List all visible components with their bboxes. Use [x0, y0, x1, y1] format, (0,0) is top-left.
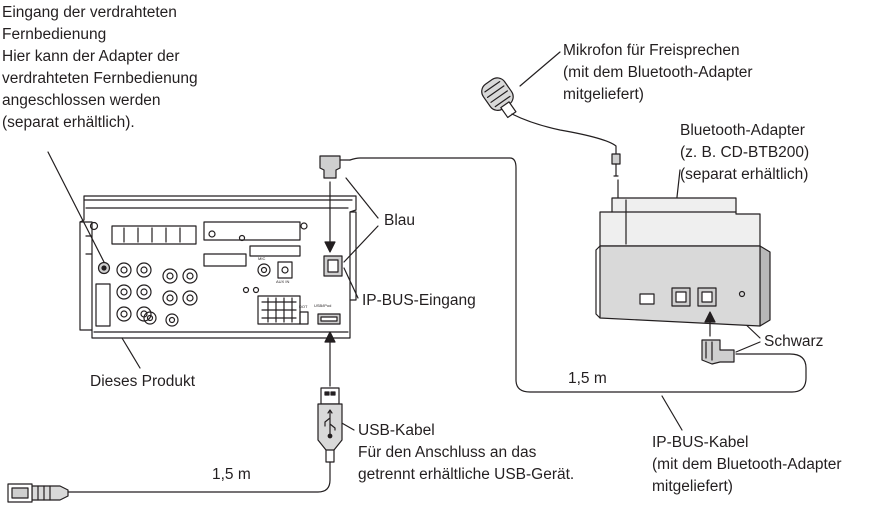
head-unit-lower-panel — [203, 253, 247, 267]
product-label: Dieses Produkt — [90, 373, 196, 390]
remote-input-line-5: angeschlossen werden — [2, 92, 161, 109]
microphone-plug — [611, 153, 621, 165]
leader-blau-top — [345, 177, 379, 219]
bluetooth-adapter-front — [599, 245, 761, 327]
ip-bus-cable-line-3: mitgeliefert) — [652, 478, 733, 495]
ip-bus-plug-blue — [319, 155, 351, 179]
microphone-grille — [484, 80, 511, 108]
usb-plug-metal-hole — [324, 391, 330, 396]
mic-socket-marking: MIC — [258, 256, 265, 261]
power-harness-pins — [261, 297, 297, 323]
small-port-marking: DOT — [299, 304, 308, 309]
bluetooth-adapter-line-2: (z. B. CD-BTB200) — [680, 144, 810, 161]
mic-socket — [257, 263, 271, 277]
small-port — [299, 311, 309, 325]
aux-socket-marking: AUX IN — [276, 279, 289, 284]
usb-extension-plug — [7, 483, 69, 503]
ip-bus-input-socket-inner — [327, 259, 339, 273]
leader-blau-bottom — [343, 225, 379, 263]
adapter-port-1 — [639, 293, 655, 305]
adapter-ip-bus-port-inner — [701, 291, 713, 303]
aux-socket-hole — [281, 266, 289, 274]
microphone-cable — [511, 113, 617, 155]
head-unit-frame — [79, 195, 357, 339]
leader-ip-bus-cable — [661, 395, 683, 431]
remote-input-line-3: Hier kann der Adapter der — [2, 48, 180, 65]
head-unit-left-post — [95, 283, 111, 327]
bluetooth-adapter-line-3: (separat erhältlich) — [680, 166, 809, 183]
usb-plug — [317, 387, 343, 463]
adapter-port-2-inner — [675, 291, 687, 303]
arrow-down-head — [324, 241, 336, 253]
bluetooth-adapter-line-1: Bluetooth-Adapter — [680, 122, 805, 139]
black-plug-body — [701, 339, 735, 365]
remote-input-socket-core — [101, 265, 107, 271]
rca-jacks — [116, 262, 198, 327]
bluetooth-adapter — [595, 197, 771, 327]
leader-microphone — [519, 51, 561, 87]
ip-bus-plug-body — [319, 155, 341, 179]
screw-holes — [89, 221, 308, 294]
usb-cable-line-1: USB-Kabel — [358, 422, 435, 439]
leader-remote-input — [47, 151, 105, 263]
mic-socket-core — [260, 266, 268, 274]
head-unit-vent-slits — [123, 227, 181, 243]
microphone — [481, 77, 621, 177]
ip-bus-cable-line-2: (mit dem Bluetooth-Adapter — [652, 456, 842, 473]
usb-cable-line-2: Für den Anschluss an das — [358, 444, 537, 461]
usb-port-marking: USB/iPod — [314, 303, 331, 308]
leader-ip-bus-input — [343, 267, 359, 299]
ip-bus-input-label: IP-BUS-Eingang — [362, 292, 476, 309]
leader-schwarz-bottom — [735, 341, 761, 353]
usb-extension-plug-ridges — [37, 485, 51, 501]
schwarz-label: Schwarz — [764, 333, 824, 350]
aux-socket — [277, 261, 293, 279]
bluetooth-adapter-top-ridge — [611, 199, 737, 245]
usb-port-slot — [320, 316, 338, 322]
bluetooth-adapter-right-side — [759, 245, 771, 327]
cable-length-top-label: 1,5 m — [568, 370, 607, 387]
usb-plug-metal — [320, 387, 340, 405]
usb-cable-line-3: getrennt erhältliche USB-Gerät. — [358, 466, 575, 483]
head-unit: MIC AUX IN DOT USB/iPod — [79, 195, 357, 339]
blau-label: Blau — [384, 212, 416, 229]
leader-product — [121, 337, 141, 369]
usb-plug-strain-relief — [325, 449, 335, 463]
head-unit-rear-lip — [83, 199, 353, 209]
arrow-up-head — [704, 311, 716, 323]
remote-input-line-1: Eingang der verdrahteten — [2, 4, 177, 21]
black-plug-ridges — [705, 341, 713, 361]
microphone-line-1: Mikrofon für Freisprechen — [563, 42, 740, 59]
remote-input-line-2: Fernbedienung — [2, 26, 107, 43]
head-unit-vent — [111, 225, 197, 245]
head-unit-upper-panel — [203, 221, 301, 257]
microphone-line-3: mitgeliefert) — [563, 86, 644, 103]
usb-plug-metal-hole-2 — [330, 391, 336, 396]
remote-input-line-4: verdrahteten Fernbedienung — [2, 70, 198, 87]
ip-bus-plug-black — [701, 339, 735, 365]
arrow-up-head — [324, 331, 336, 343]
usb-extension-plug-socket-inner — [11, 487, 29, 499]
bluetooth-adapter-edge — [595, 245, 601, 319]
ip-bus-cable-line-1: IP-BUS-Kabel — [652, 434, 749, 451]
head-unit-right-bracket — [349, 211, 357, 301]
usb-cable — [67, 461, 331, 493]
microphone-plug-tip — [613, 163, 619, 177]
microphone-line-2: (mit dem Bluetooth-Adapter — [563, 64, 753, 81]
ip-bus-cable — [349, 157, 807, 393]
bluetooth-adapter-top — [599, 197, 761, 247]
cable-length-bottom-label: 1,5 m — [212, 466, 251, 483]
remote-input-line-6: (separat erhältlich). — [2, 114, 135, 131]
adapter-status-led — [738, 290, 746, 298]
usb-trident-icon — [324, 409, 336, 439]
